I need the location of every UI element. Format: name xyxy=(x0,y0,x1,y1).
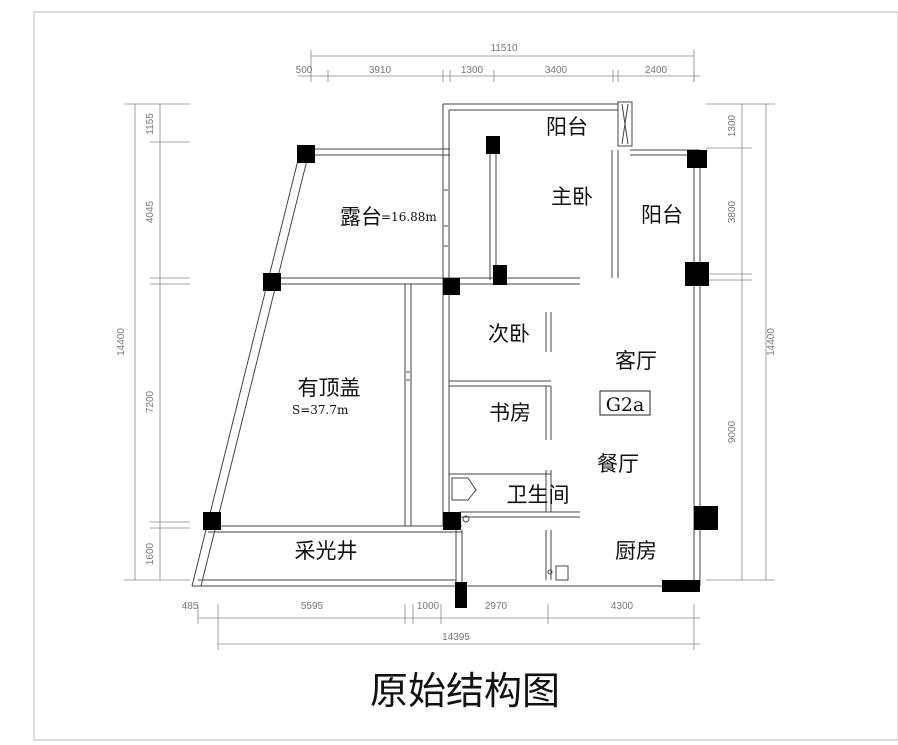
dim-top-seg3: 1300 xyxy=(461,65,484,76)
dim-top-seg4: 3400 xyxy=(545,65,568,76)
structural-columns xyxy=(203,136,718,608)
drawing-frame xyxy=(33,11,898,741)
g2a-box xyxy=(599,390,651,416)
column xyxy=(486,136,500,154)
room-label-bathroom: 卫生间 xyxy=(507,483,570,507)
column xyxy=(443,512,461,530)
left-dimensions xyxy=(124,103,190,581)
room-label-balcony-top: 阳台 xyxy=(546,115,588,139)
dim-top-seg1: 500 xyxy=(296,65,313,76)
dim-left-seg3: 7200 xyxy=(145,390,156,413)
room-label-covered: 有顶盖 xyxy=(298,376,361,400)
column xyxy=(662,580,700,592)
covered-area: S=37.7m xyxy=(292,403,349,417)
column xyxy=(443,278,460,295)
dim-left-seg1: 1155 xyxy=(145,113,156,135)
dim-bottom-seg4: 2970 xyxy=(485,601,508,612)
dim-right-seg1: 1300 xyxy=(727,114,738,137)
column xyxy=(493,265,507,285)
column xyxy=(687,150,707,168)
room-label-dining-room: 餐厅 xyxy=(597,452,639,476)
dim-bottom-seg2: 5595 xyxy=(301,601,324,612)
dim-left-seg4: 1600 xyxy=(145,542,156,565)
dim-top-seg5: 2400 xyxy=(645,65,668,76)
column xyxy=(263,273,281,291)
room-label-terrace: 露台 xyxy=(340,205,382,229)
bottom-dimensions xyxy=(197,604,700,650)
dim-top-total: 11510 xyxy=(490,43,518,54)
dim-bottom-seg5: 4300 xyxy=(611,601,634,612)
room-label-living-room: 客厅 xyxy=(615,349,657,373)
room-label-master-bedroom: 主卧 xyxy=(551,185,593,209)
room-label-kitchen: 厨房 xyxy=(615,539,657,563)
right-dimensions xyxy=(706,103,775,581)
dim-left-total: 14400 xyxy=(116,328,127,356)
column xyxy=(455,582,467,608)
top-dimensions xyxy=(298,50,700,82)
column xyxy=(685,262,709,286)
column xyxy=(694,506,718,530)
column xyxy=(297,145,315,163)
dim-bottom-total: 14395 xyxy=(442,632,470,643)
dim-left-seg2: 4045 xyxy=(145,200,156,223)
room-label-balcony-right: 阳台 xyxy=(641,203,683,227)
room-label-second-bedroom: 次卧 xyxy=(488,322,530,346)
terrace-area: =16.88m xyxy=(381,210,437,224)
room-label-lightwell: 采光井 xyxy=(295,539,358,563)
dim-right-seg2: 3800 xyxy=(727,200,738,223)
dim-top-seg2: 3910 xyxy=(369,65,392,76)
drawing-title: 原始结构图 xyxy=(370,669,560,713)
dim-bottom-seg1: 485 xyxy=(182,601,199,612)
dim-right-total: 14400 xyxy=(766,328,777,356)
label-g2a: G2a xyxy=(606,394,645,416)
column xyxy=(203,512,221,530)
dim-bottom-seg3: 1000 xyxy=(417,601,440,612)
dim-right-seg3: 9000 xyxy=(727,420,738,443)
room-label-study: 书房 xyxy=(489,401,531,425)
